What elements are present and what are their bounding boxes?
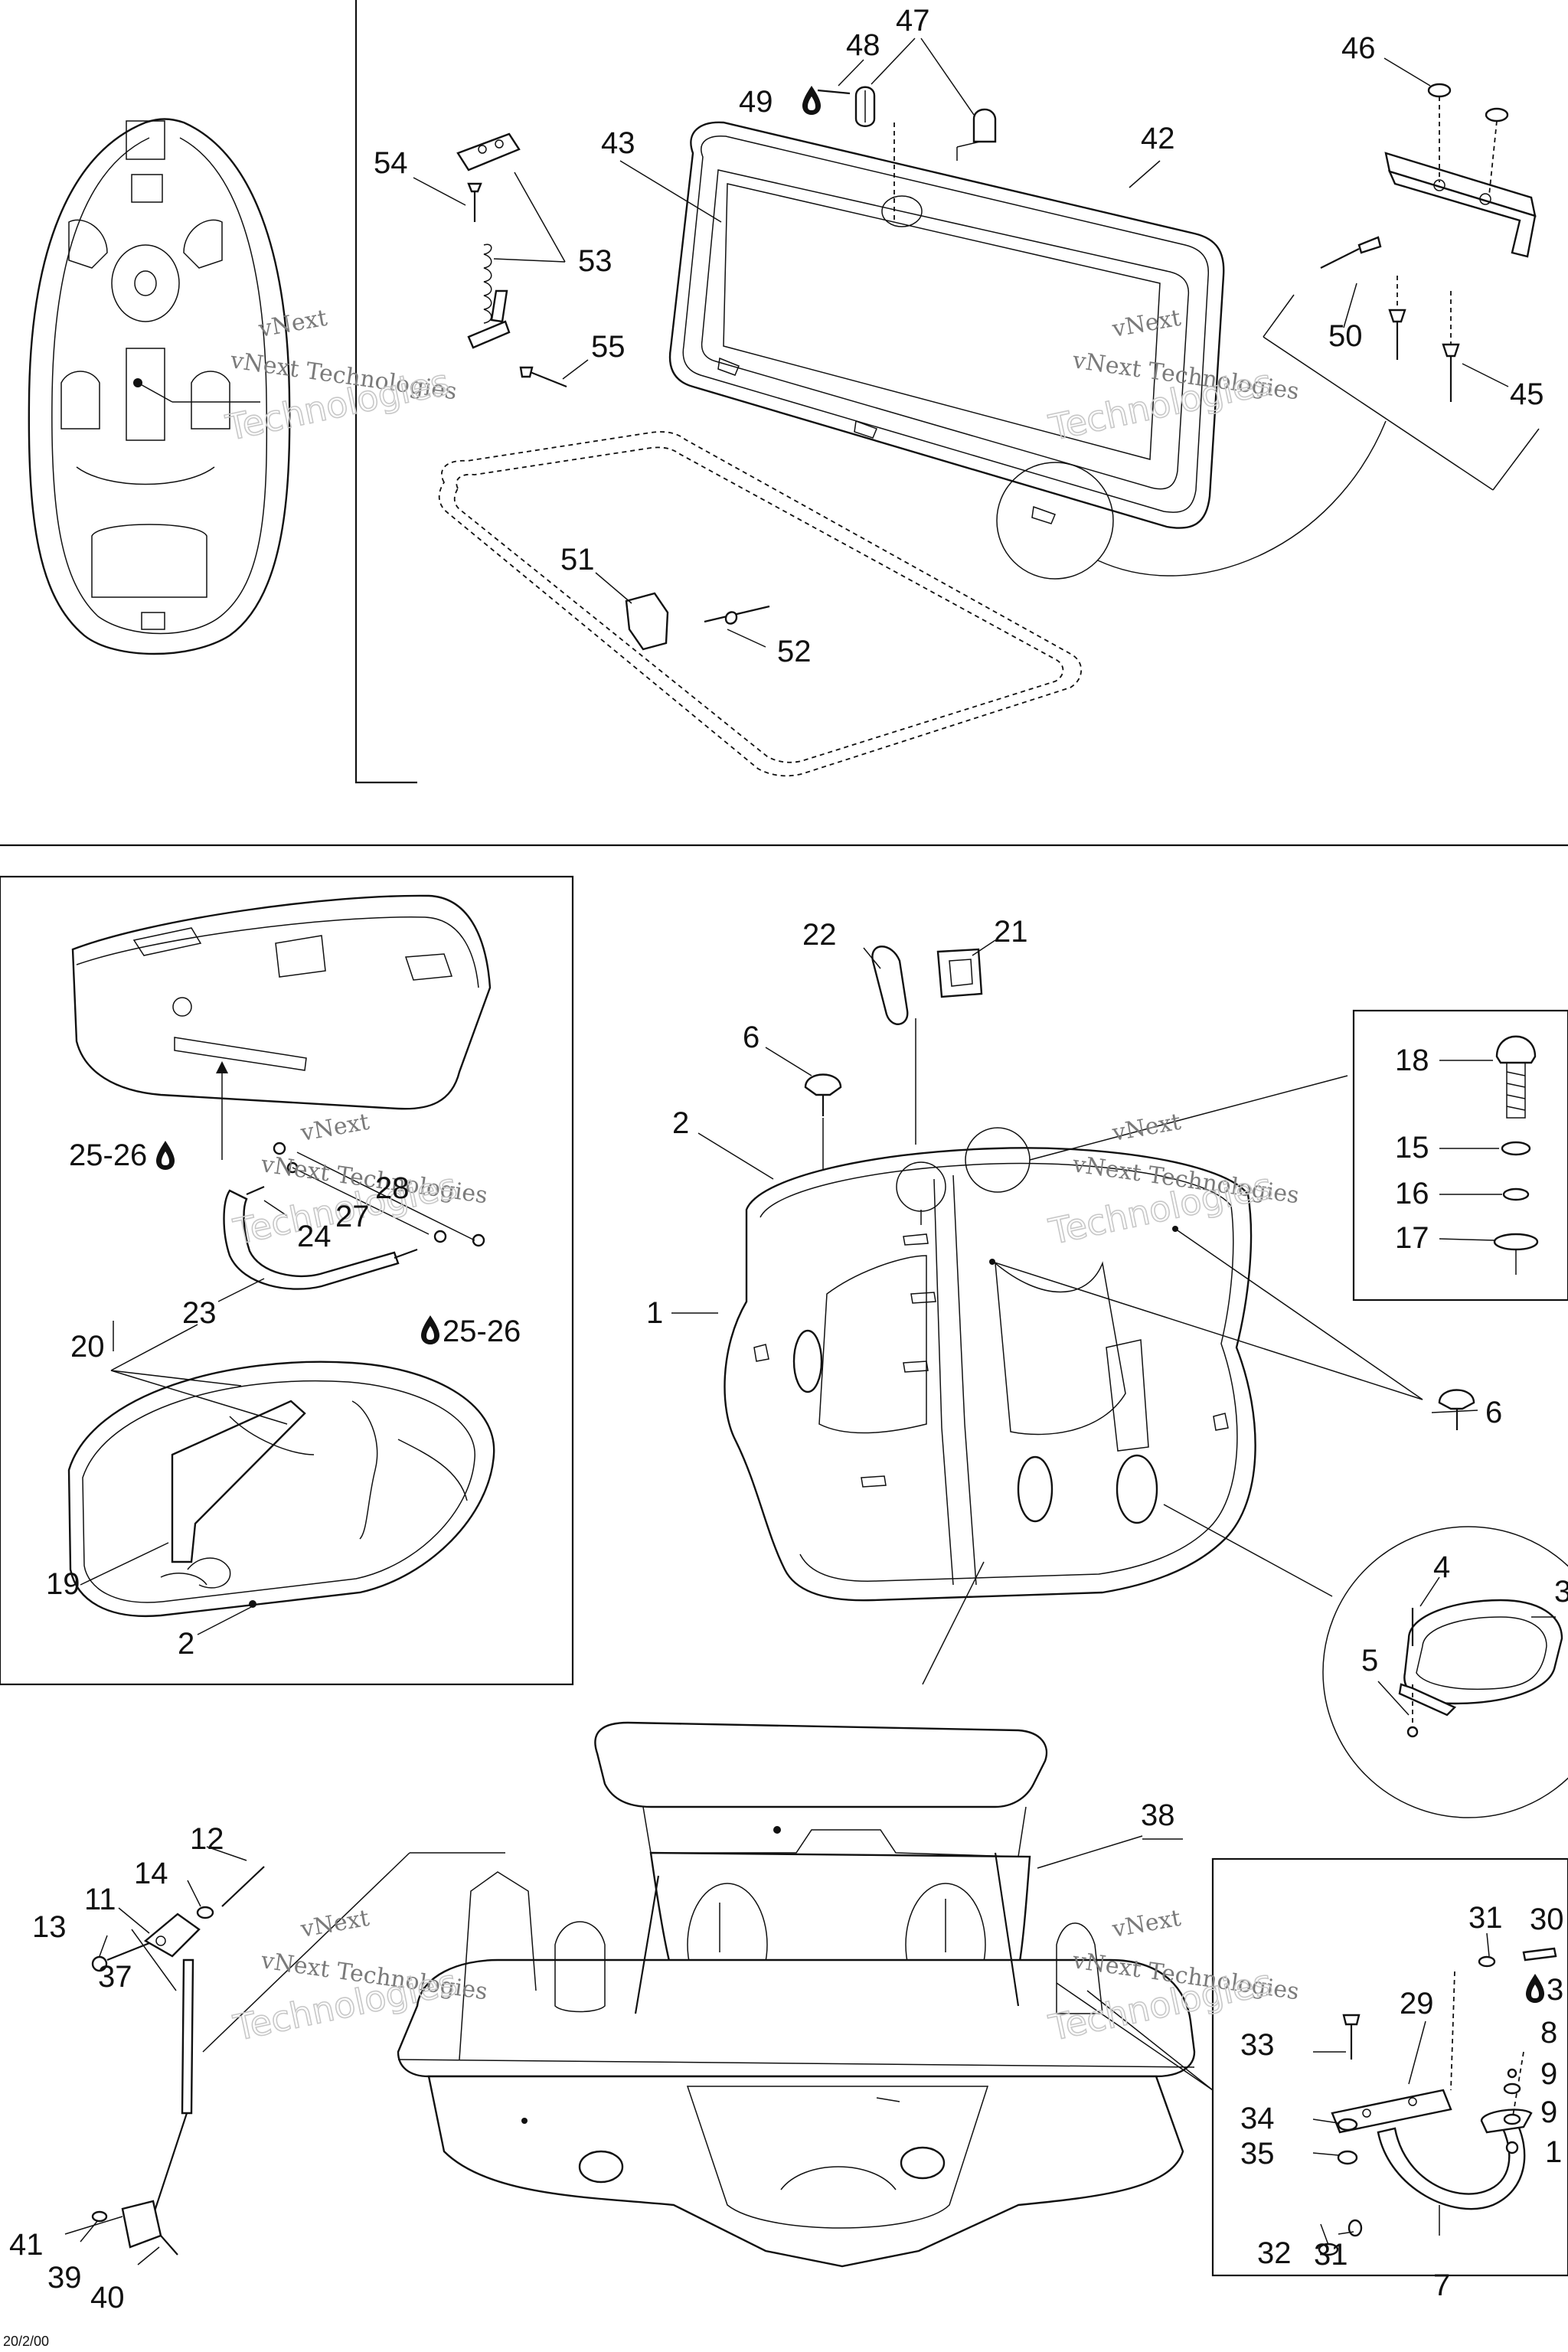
storage-opening-outline xyxy=(438,431,1083,777)
plug-6 xyxy=(804,1073,1475,1430)
callout-2-main: 2 xyxy=(672,1106,689,1140)
callout-49: 49 xyxy=(739,85,773,119)
callout-9-upper: 9 xyxy=(1540,2057,1557,2091)
storage-bin-inset xyxy=(71,894,492,1160)
callout-13: 13 xyxy=(32,1910,67,1944)
callout-15: 15 xyxy=(1395,1131,1429,1165)
storage-tub-main xyxy=(724,1075,1423,1685)
boat-stern-view xyxy=(202,1721,1214,2268)
watermark-name: vNext xyxy=(1109,1109,1183,1147)
callout-6-top: 6 xyxy=(743,1021,760,1054)
callout-10: 1 xyxy=(1545,2135,1562,2169)
callout-3-drain: 3 xyxy=(1554,1575,1568,1609)
callout-33: 33 xyxy=(1240,2028,1275,2062)
callout-5: 5 xyxy=(1361,1644,1378,1677)
callout-28: 28 xyxy=(375,1171,410,1205)
callout-38: 38 xyxy=(1141,1798,1175,1832)
grab-handle-7 xyxy=(1318,1947,1557,2256)
droplet-icon xyxy=(421,1315,439,1344)
gas-strut-37 xyxy=(64,1866,265,2256)
callout-40: 40 xyxy=(90,2281,125,2314)
callout-19: 19 xyxy=(46,1567,80,1601)
callout-50: 50 xyxy=(1328,319,1363,353)
leader-lines xyxy=(80,38,1556,2265)
callout-34: 34 xyxy=(1240,2102,1275,2135)
callout-41: 41 xyxy=(9,2228,44,2262)
callout-7: 7 xyxy=(1433,2269,1450,2302)
storage-cover-gasket xyxy=(668,121,1540,580)
callout-25-26-top: 25-26 xyxy=(69,1138,147,1172)
drain-3-4-5 xyxy=(1322,1526,1568,1818)
callout-16: 16 xyxy=(1395,1177,1429,1210)
callout-14: 14 xyxy=(134,1857,168,1890)
callout-6-right: 6 xyxy=(1485,1396,1502,1429)
watermark-4: vNext vNext Technologies Technologies xyxy=(1044,1109,1301,1253)
callout-45: 45 xyxy=(1510,377,1544,411)
watermark-name: vNext xyxy=(298,1905,371,1943)
callout-29: 29 xyxy=(1400,1987,1434,2020)
callout-22: 22 xyxy=(802,918,837,952)
callout-32: 32 xyxy=(1257,2236,1292,2270)
callout-3-handle: 3 xyxy=(1547,1973,1563,2007)
callout-9-lower: 9 xyxy=(1540,2096,1557,2129)
clip-51-52 xyxy=(625,592,770,651)
callout-46: 46 xyxy=(1341,31,1376,65)
callout-37: 37 xyxy=(98,1960,132,1994)
callout-42: 42 xyxy=(1141,122,1175,155)
callout-47: 47 xyxy=(896,4,930,38)
tie-21-22 xyxy=(871,946,983,1145)
droplet-icon-group xyxy=(156,86,1544,2003)
callout-23: 23 xyxy=(182,1296,217,1330)
callout-43: 43 xyxy=(601,126,635,160)
callout-4: 4 xyxy=(1433,1550,1450,1584)
callout-31-bottom: 31 xyxy=(1314,2238,1348,2272)
callout-2-inset: 2 xyxy=(178,1627,194,1661)
droplet-icon xyxy=(156,1141,175,1170)
callout-39: 39 xyxy=(47,2261,82,2295)
callout-21: 21 xyxy=(994,915,1028,949)
storage-tub-inset xyxy=(67,1361,495,1618)
callout-25-26-bottom: 25-26 xyxy=(443,1315,521,1348)
watermark-name: vNext xyxy=(298,1109,371,1147)
callout-17: 17 xyxy=(1395,1221,1429,1255)
footer-code: 20/2/00 xyxy=(3,2334,50,2349)
callout-18: 18 xyxy=(1395,1044,1429,1077)
watermark-name: vNext xyxy=(1109,1905,1183,1943)
droplet-icon xyxy=(1526,1974,1544,2003)
spring-bracket-53 xyxy=(456,132,567,388)
hull-top-view xyxy=(28,118,291,655)
callout-30: 30 xyxy=(1530,1903,1564,1936)
callout-52: 52 xyxy=(777,635,812,668)
callout-54: 54 xyxy=(374,146,408,180)
callout-31-top: 31 xyxy=(1468,1901,1503,1935)
callout-1: 1 xyxy=(646,1296,663,1330)
callout-55: 55 xyxy=(591,330,626,364)
callout-11: 11 xyxy=(84,1883,116,1916)
callout-27: 27 xyxy=(335,1200,370,1233)
hinge-45-46-50 xyxy=(1320,83,1537,402)
latch-47-48 xyxy=(817,86,997,222)
callout-24: 24 xyxy=(297,1220,332,1253)
callout-51: 51 xyxy=(560,543,595,577)
callout-53: 53 xyxy=(578,244,612,278)
droplet-icon xyxy=(802,86,821,115)
callout-48: 48 xyxy=(846,28,880,62)
stud-15-18 xyxy=(1493,1035,1539,1275)
callout-labels: 47 48 49 43 42 46 50 45 54 53 55 51 52 2… xyxy=(9,4,1568,2314)
handle-23 xyxy=(223,1142,485,1290)
frame-lines xyxy=(0,0,1568,2277)
callout-12: 12 xyxy=(190,1822,224,1856)
callout-20: 20 xyxy=(70,1330,105,1364)
callout-35: 35 xyxy=(1240,2137,1275,2171)
callout-8: 8 xyxy=(1540,2016,1557,2050)
